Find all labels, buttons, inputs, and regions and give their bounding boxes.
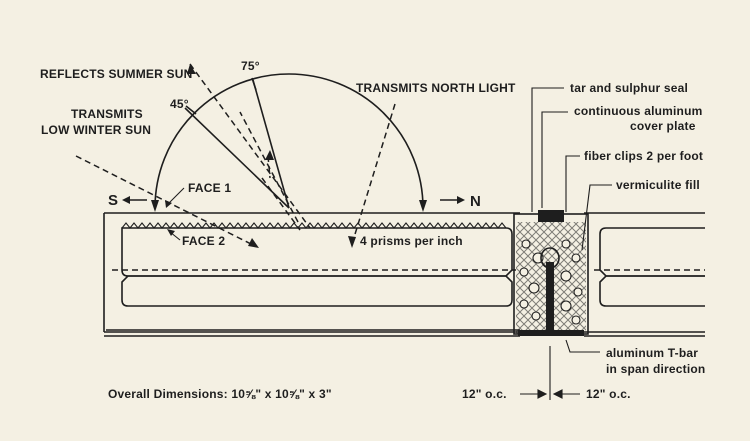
label-prisms: 4 prisms per inch [360, 234, 463, 248]
right-panel [584, 212, 705, 337]
summer-sun-path [189, 63, 311, 229]
prism-sawtooth [121, 222, 507, 229]
label-transmits-north-light: TRANSMITS NORTH LIGHT [356, 81, 516, 95]
label-fiber-clips: fiber clips 2 per foot [584, 149, 703, 163]
cover-plate [538, 210, 564, 222]
t-bar-stem [546, 262, 554, 334]
label-vermiculite: vermiculite fill [616, 178, 700, 192]
ray-75 [252, 79, 290, 209]
upper-cell [121, 227, 513, 277]
label-transmits: TRANSMITS [71, 107, 143, 121]
t-bar-flange [518, 330, 584, 336]
north-light-path [351, 103, 396, 245]
label-face-1: FACE 1 [188, 181, 231, 195]
label-tbar-2: in span direction [606, 362, 705, 376]
sun-angle-geometry [75, 63, 465, 248]
vermiculite-fill [519, 239, 583, 325]
label-north: N [470, 193, 481, 210]
t-bar-joint [513, 210, 589, 336]
lower-cell [121, 275, 513, 307]
label-cover-plate-1: continuous aluminum [574, 104, 702, 118]
label-low-winter-sun: LOW WINTER SUN [41, 123, 151, 137]
label-angle-75: 75° [241, 59, 260, 73]
leader-lines [520, 87, 612, 400]
ray-45 [184, 107, 290, 209]
label-reflects-summer-sun: REFLECTS SUMMER SUN [40, 67, 192, 81]
label-overall-dimensions: Overall Dimensions: 10⅝" x 10⅝" x 3" [108, 387, 332, 401]
sun-path-arc [154, 73, 424, 209]
label-angle-45: 45° [170, 97, 189, 111]
label-spacing-left: 12" o.c. [462, 387, 507, 401]
label-tar-seal: tar and sulphur seal [570, 81, 688, 95]
left-panel [103, 212, 520, 337]
label-tbar-1: aluminum T-bar [606, 346, 698, 360]
label-south: S [108, 192, 118, 209]
label-face-2: FACE 2 [182, 234, 225, 248]
label-spacing-right: 12" o.c. [586, 387, 631, 401]
label-cover-plate-2: cover plate [630, 119, 696, 133]
